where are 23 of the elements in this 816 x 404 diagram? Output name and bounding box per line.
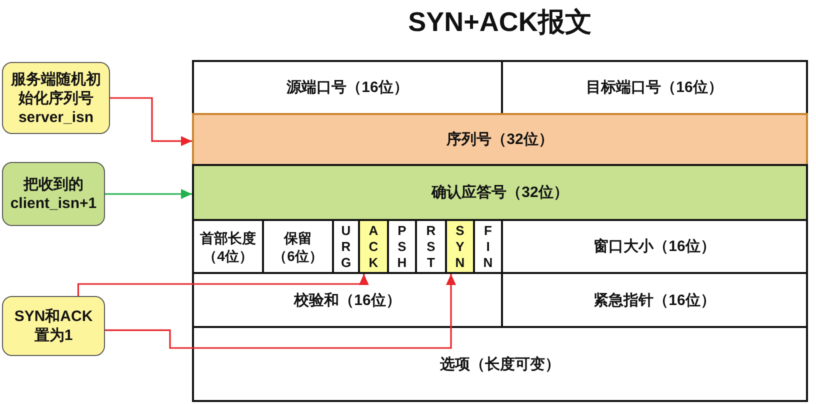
field-label: 目标端口号（16位） xyxy=(586,78,723,97)
header-field: 确认应答号（32位） xyxy=(192,164,808,221)
flag-field: ACK xyxy=(358,219,389,274)
flag-label: URG xyxy=(341,222,351,270)
flag-label: RST xyxy=(426,222,436,270)
title: SYN+ACK报文 xyxy=(407,6,593,39)
flag-label: PSH xyxy=(397,222,407,270)
callout-box: 把收到的 client_isn+1 xyxy=(2,162,105,226)
arrow xyxy=(77,274,369,296)
callout-box: 服务端随机初始化序列号 server_isn xyxy=(2,62,110,134)
field-label: 源端口号（16位） xyxy=(286,78,408,97)
arrow xyxy=(105,189,192,199)
field-label: 窗口大小（16位） xyxy=(594,237,716,256)
arrow xyxy=(110,97,192,146)
field-label: 校验和（16位） xyxy=(294,290,401,310)
header-field: 序列号（32位） xyxy=(192,113,808,166)
arrow xyxy=(105,274,456,349)
field-label: 选项（长度可变） xyxy=(440,354,560,374)
flag-label: FIN xyxy=(483,222,493,270)
field-label: 紧急指针（16位） xyxy=(594,290,716,310)
field-label: 保留（6位） xyxy=(267,228,329,264)
callout-box: SYN和ACK置为1 xyxy=(2,296,105,356)
flag-field: SYN xyxy=(445,219,475,274)
